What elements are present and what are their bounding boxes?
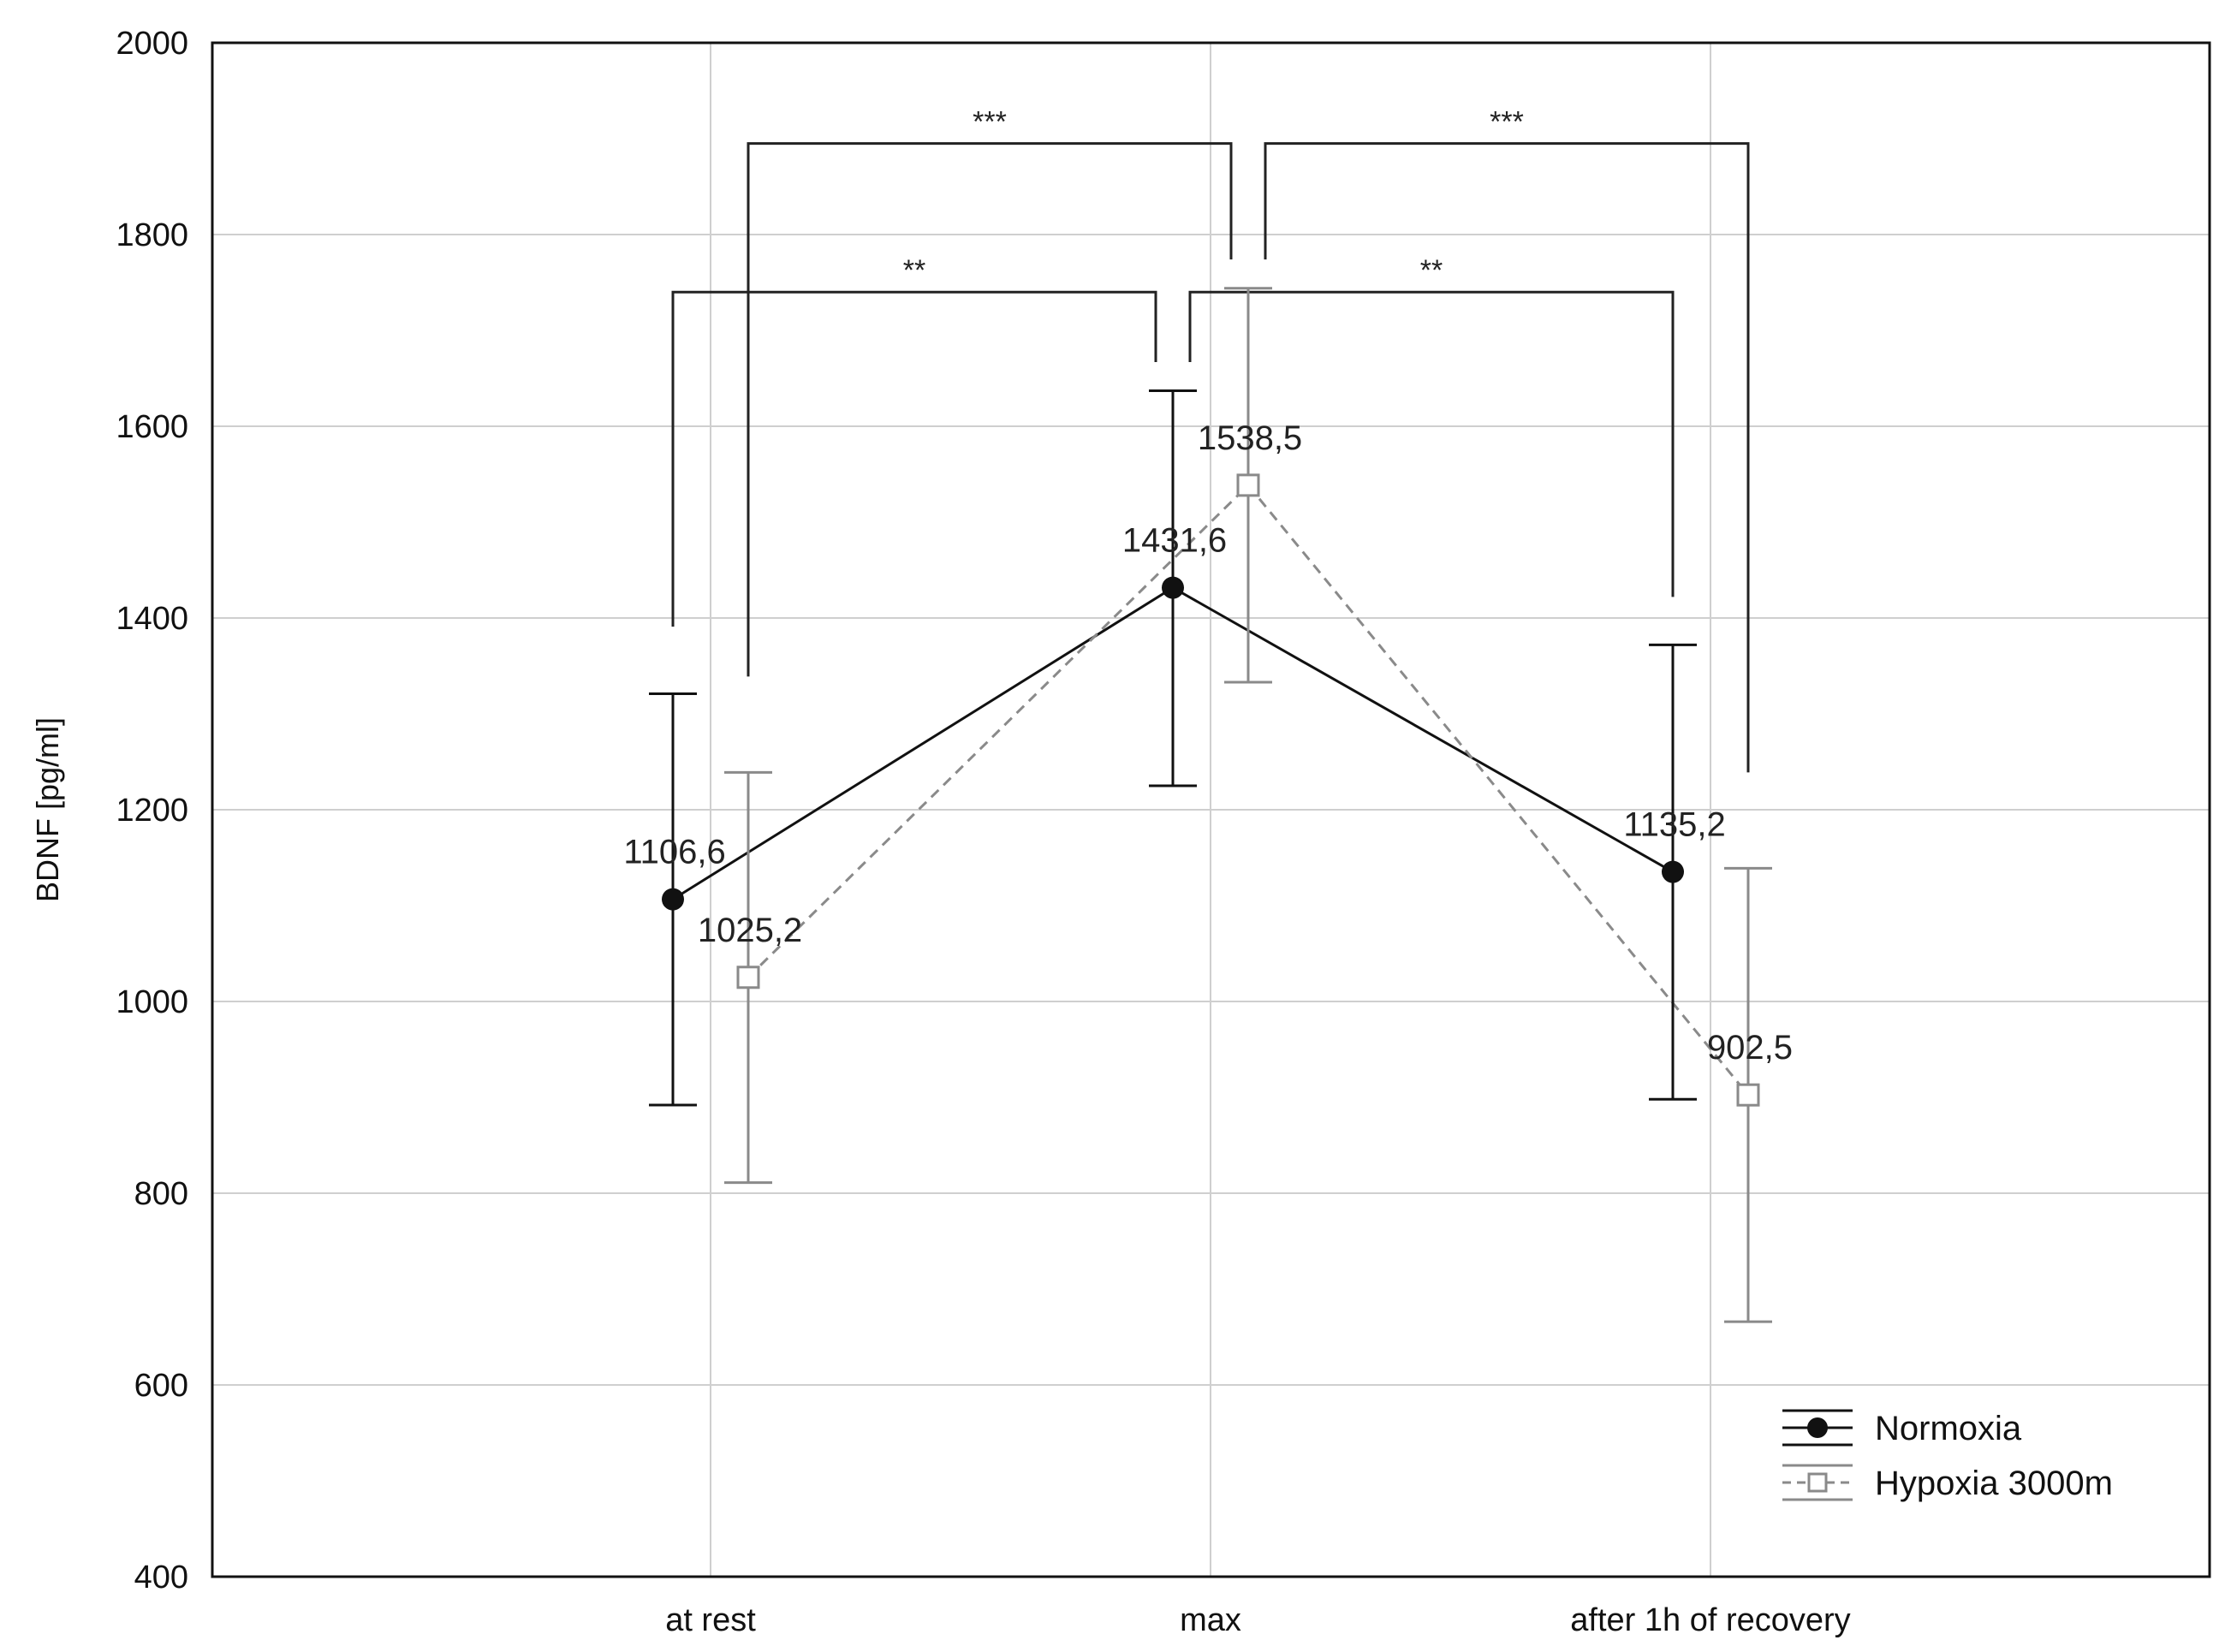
data-label-normoxia: 1106,6 bbox=[623, 834, 725, 871]
plot-frame bbox=[211, 41, 2211, 1578]
data-label-normoxia: 1431,6 bbox=[1122, 522, 1227, 560]
data-label-hypoxia: 1538,5 bbox=[1198, 419, 1302, 457]
y-axis-label: BDNF [pg/ml] bbox=[30, 717, 65, 902]
y-tick-label: 600 bbox=[134, 1368, 188, 1404]
legend-marker-normoxia bbox=[1807, 1417, 1828, 1438]
data-point-hypoxia bbox=[1236, 473, 1260, 497]
y-tick-label: 1200 bbox=[116, 793, 188, 829]
legend-marker-hypoxia bbox=[1807, 1472, 1828, 1493]
y-tick-label: 1800 bbox=[116, 217, 188, 253]
significance-bracket bbox=[1188, 290, 1675, 597]
x-tick-label: max bbox=[1180, 1602, 1241, 1638]
significance-brackets: ********** bbox=[671, 106, 1750, 773]
data-label-hypoxia: 902,5 bbox=[1707, 1029, 1793, 1067]
significance-label: *** bbox=[1490, 106, 1524, 139]
data-point-hypoxia bbox=[1736, 1083, 1760, 1107]
data-point-normoxia bbox=[662, 888, 684, 911]
x-tick-label: at rest bbox=[665, 1602, 756, 1638]
x-tick-labels: at rest max after 1h of recovery bbox=[665, 1602, 1851, 1638]
y-tick-label: 800 bbox=[134, 1176, 188, 1212]
x-tick-label: after 1h of recovery bbox=[1570, 1602, 1850, 1638]
y-tick-label: 400 bbox=[134, 1560, 188, 1596]
legend-label-hypoxia: Hypoxia 3000m bbox=[1875, 1465, 2113, 1502]
significance-label: ** bbox=[1420, 254, 1443, 287]
data-point-hypoxia bbox=[736, 966, 760, 989]
significance-bracket bbox=[1264, 142, 1750, 773]
data-label-hypoxia: 1025,2 bbox=[698, 912, 802, 949]
y-tick-label: 1400 bbox=[116, 601, 188, 637]
legend-label-normoxia: Normoxia bbox=[1875, 1410, 2022, 1447]
data-point-normoxia bbox=[1162, 576, 1184, 599]
y-tick-labels: 400 600 800 1000 1200 1400 1600 1800 2000 bbox=[116, 26, 188, 1596]
significance-bracket bbox=[671, 290, 1157, 627]
data-point-normoxia bbox=[1662, 860, 1684, 883]
significance-bracket bbox=[747, 142, 1233, 677]
grid-layer bbox=[212, 43, 2210, 1577]
y-tick-label: 1000 bbox=[116, 984, 188, 1020]
significance-label: ** bbox=[903, 254, 925, 287]
y-tick-label: 2000 bbox=[116, 26, 188, 62]
significance-label: *** bbox=[973, 106, 1007, 139]
data-label-normoxia: 1135,2 bbox=[1623, 806, 1725, 844]
series-layer: 1106,6 1431,6 1135,2 1025,2 1538,5 902,5 bbox=[623, 287, 1793, 1323]
y-tick-label: 1600 bbox=[116, 409, 188, 445]
